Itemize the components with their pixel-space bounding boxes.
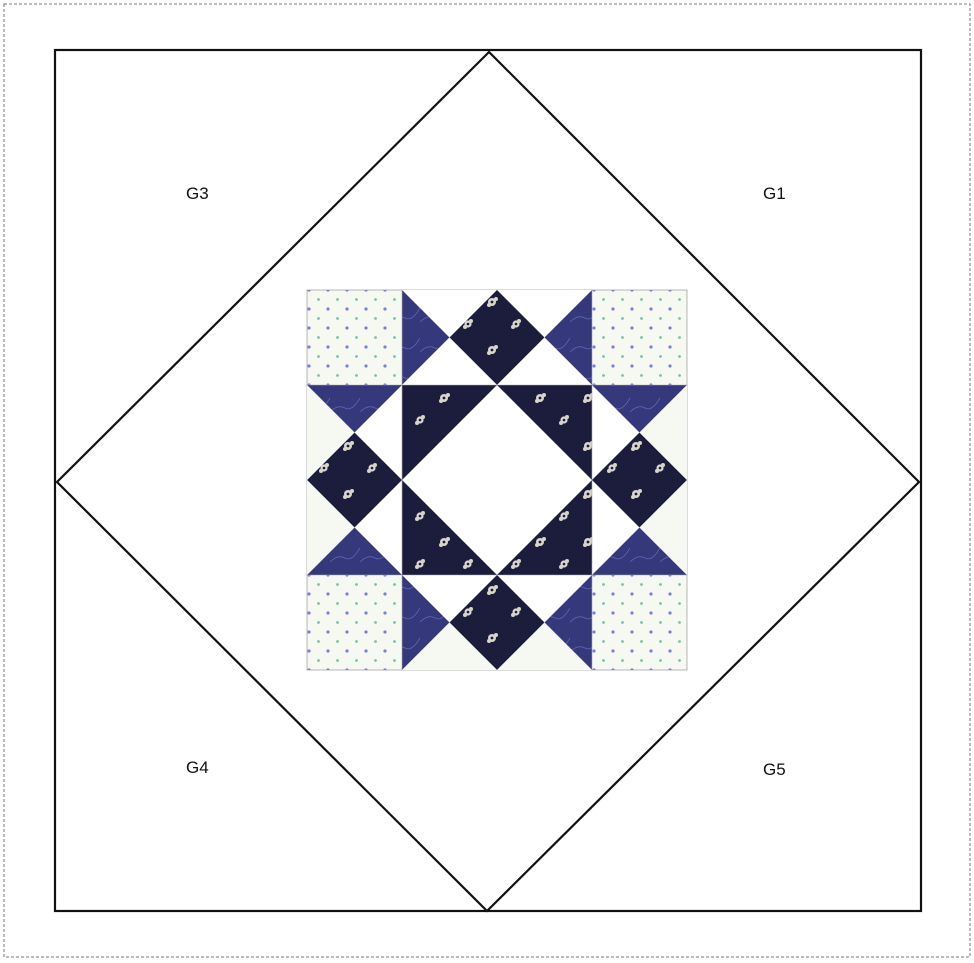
label-g1: G1: [763, 184, 786, 204]
left-flying-geese: [307, 385, 402, 575]
top-flying-geese: [402, 290, 592, 385]
label-g5: G5: [763, 760, 786, 780]
right-flying-geese: [592, 385, 687, 575]
bottom-flying-geese: [402, 575, 592, 670]
quilt-block: [307, 290, 687, 670]
label-g4: G4: [186, 758, 209, 778]
label-g3: G3: [186, 184, 209, 204]
